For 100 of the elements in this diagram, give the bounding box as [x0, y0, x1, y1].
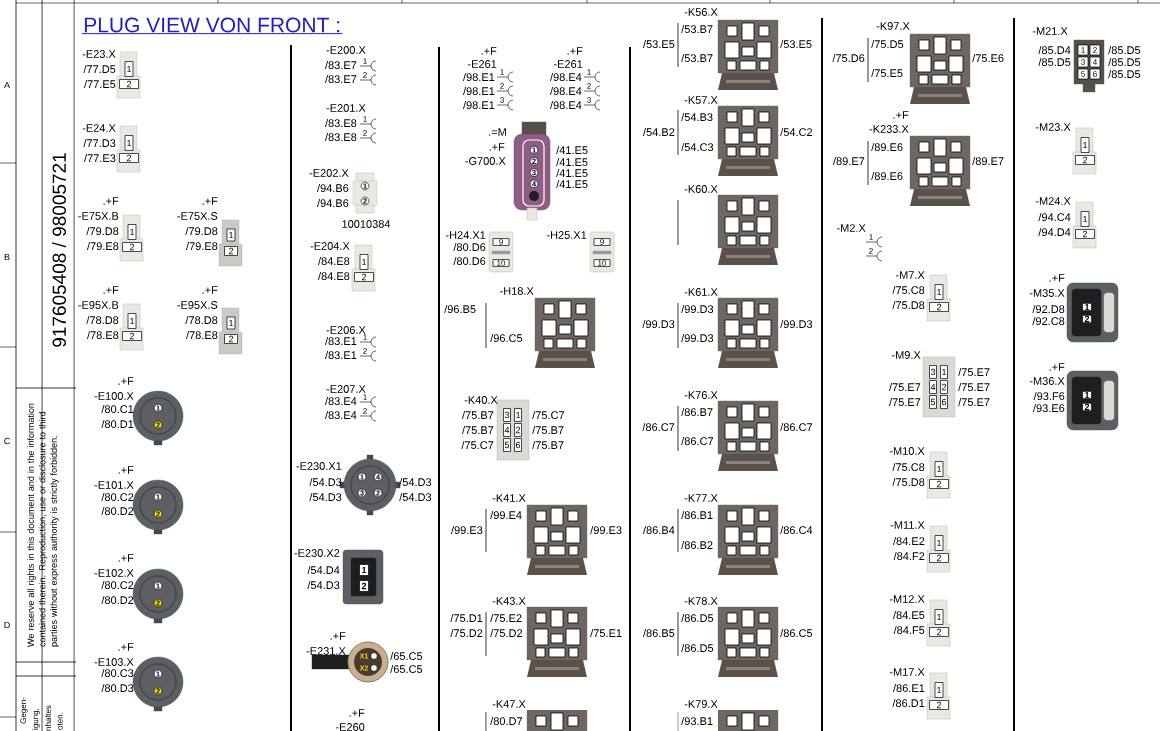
pin-number: 2 — [1075, 229, 1095, 239]
pin-number: 2 — [1089, 44, 1101, 56]
connector-label: /75.D2 — [450, 628, 483, 638]
plug-drawing — [116, 125, 141, 173]
pin-number: 2 — [514, 423, 522, 437]
connector-label: /77.D5 — [83, 64, 116, 74]
connector-label: /53.E5 — [780, 39, 812, 49]
connector-label: -E230.X2 — [294, 549, 340, 557]
connector-label: -E95X.B — [78, 301, 119, 309]
connector-label: /86.E1 — [893, 683, 925, 693]
plug-drawing — [488, 231, 514, 273]
pin-number: 2 — [929, 553, 949, 563]
connector-label: -M35.X — [1029, 289, 1065, 297]
connector-label: /77.E3 — [84, 153, 116, 163]
pin-number: 2 — [1075, 155, 1095, 165]
connector-label: /41.E5 — [556, 168, 588, 178]
pin-number: 2 — [363, 72, 367, 78]
plug-drawing — [132, 479, 184, 535]
plug-drawing — [1072, 201, 1097, 249]
connector-label: /75.D8 — [892, 477, 925, 487]
pin-number: 3 — [503, 408, 511, 422]
connector-label: .+F — [103, 286, 119, 294]
connector-label: -M7.X — [895, 271, 925, 279]
pin-number: 1 — [226, 316, 236, 330]
pin-number: 3 — [587, 97, 591, 103]
pin-number: 1 — [869, 234, 873, 240]
connector-label: /54.D3 — [307, 580, 340, 590]
connector-label: /75.D6 — [832, 53, 865, 63]
pin-number: 2 — [929, 700, 949, 710]
connector-label: /94.C4 — [1038, 212, 1071, 222]
pin-number: 6 — [1089, 68, 1101, 80]
connector-label: /84.E2 — [893, 536, 925, 546]
connector-label: -E202.X — [309, 169, 349, 177]
connector-label: /53.B7 — [681, 53, 713, 63]
connector-label: .+F — [118, 643, 134, 651]
connector-label: /79.E8 — [87, 241, 119, 251]
connector-label: /75.E1 — [590, 628, 622, 638]
connector-label: /75.D8 — [892, 300, 925, 310]
connector-label: /83.E8 — [325, 118, 357, 128]
notice-fragment: Gegen- — [20, 697, 28, 724]
connector-label: /85.D5 — [1108, 45, 1141, 55]
plug-drawing — [132, 390, 184, 446]
pin-number: 3 — [500, 97, 504, 103]
plug-drawing — [513, 121, 551, 221]
pin-number: 2 — [940, 380, 948, 394]
connector-label: /75.C8 — [892, 285, 925, 295]
connector-label: /80.C2 — [101, 492, 134, 502]
plug-drawing — [119, 214, 144, 262]
connector-label: /83.E4 — [325, 410, 357, 420]
socket-symbol — [359, 116, 377, 144]
connector-label: /86.D5 — [681, 643, 714, 653]
plug-drawing — [526, 606, 588, 677]
pin-number: 2 — [359, 580, 369, 592]
connector-label: -M23.X — [1035, 123, 1071, 131]
connector-label: /85.D5 — [1108, 57, 1141, 67]
plug-drawing — [717, 194, 779, 265]
connector-label: /54.D3 — [309, 477, 342, 487]
connector-label: -E75X.S — [177, 212, 218, 220]
plug-drawing — [909, 135, 971, 206]
connector-label: -E23.X — [82, 50, 116, 58]
connector-label: -K40.X — [464, 396, 498, 404]
connector-label: /86.C7 — [780, 422, 813, 432]
plug-drawing — [922, 356, 956, 418]
notice-fragment: igung, — [32, 708, 40, 730]
plug-drawing — [342, 549, 384, 605]
pin-number: 10 — [593, 259, 611, 267]
pin-number: 1 — [500, 69, 504, 75]
connector-label: /89.E7 — [972, 156, 1004, 166]
row-letter: D — [4, 621, 10, 629]
connector-label: /83.E7 — [325, 74, 357, 84]
pin-number: 5 — [929, 395, 937, 409]
connector-label: -E207.X — [326, 385, 366, 393]
connector-label: /84.F2 — [893, 551, 925, 561]
plug-drawing — [717, 606, 779, 677]
connector-label: /80.D6 — [453, 242, 486, 252]
pin-number: 1 — [514, 408, 522, 422]
connector-label: -E201.X — [326, 104, 366, 112]
connector-label: /98.E1 — [463, 100, 495, 110]
pin-number: 2 — [869, 248, 873, 254]
pin-number: 9 — [593, 238, 611, 246]
pin-number: 1 — [363, 394, 367, 400]
plug-drawing — [926, 451, 951, 499]
plug-drawing — [132, 656, 184, 712]
connector-label: -M17.X — [889, 668, 925, 676]
connector-label: /89.E7 — [833, 156, 865, 166]
connector-label: /99.E3 — [451, 525, 483, 535]
plug-drawing — [351, 244, 376, 292]
pin-number: 2 — [122, 331, 142, 341]
connector-label: -K47.X — [492, 700, 526, 708]
connector-label: -E100.X — [94, 392, 134, 400]
pin-number: 1 — [940, 365, 948, 379]
connector-label: /99.E4 — [490, 510, 522, 520]
connector-label: /84.E8 — [318, 271, 350, 281]
connector-label: .+F — [1049, 274, 1065, 282]
connector-label: /75.B7 — [462, 410, 494, 420]
connector-label: /80.C1 — [101, 404, 134, 414]
pin-number: 4 — [503, 423, 511, 437]
connector-label: /89.E6 — [871, 142, 903, 152]
connector-label: /79.E8 — [186, 241, 218, 251]
connector-label: /86.D1 — [892, 698, 925, 708]
